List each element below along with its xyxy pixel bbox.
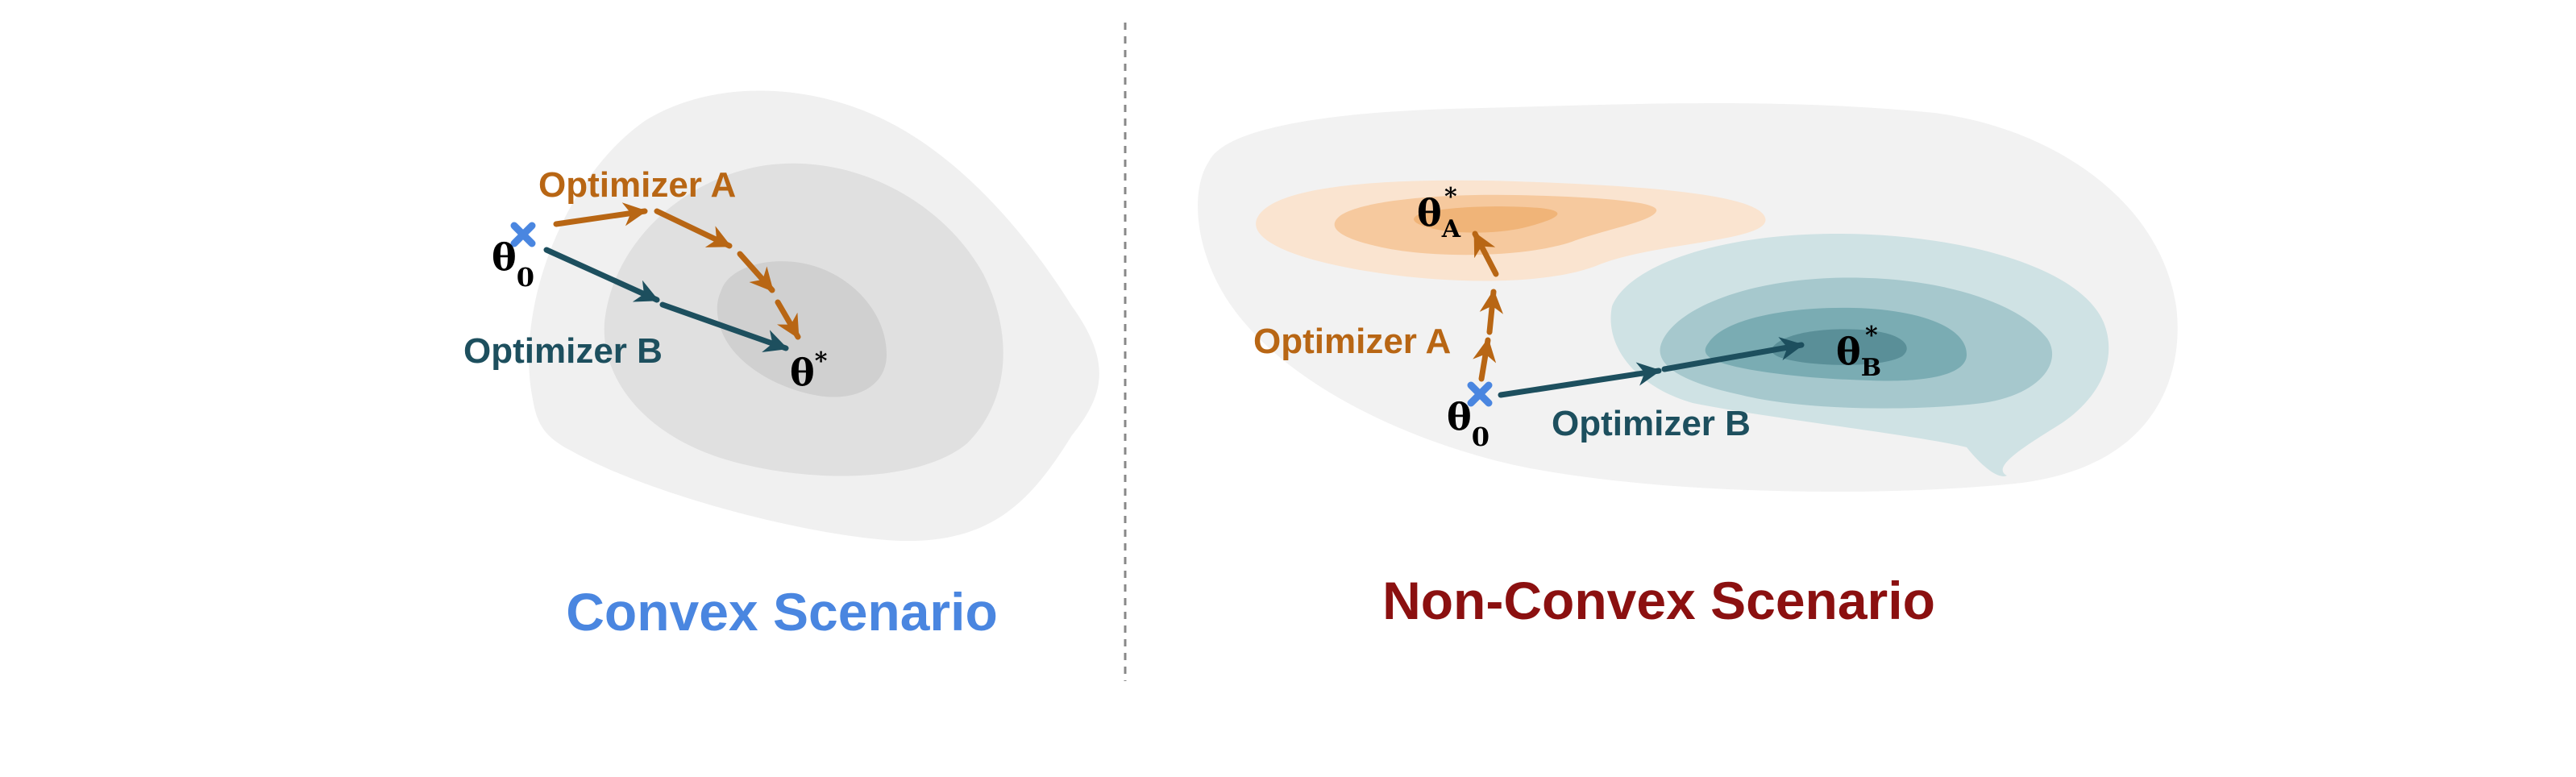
convex-optimizer-a-path xyxy=(553,202,801,340)
convex-contour-inner xyxy=(717,261,887,397)
nonconvex-optimizer-b-label: Optimizer B xyxy=(1552,404,1751,443)
nonconvex-teal-core xyxy=(1772,329,1907,365)
convex-a-step-3 xyxy=(737,251,775,293)
convex-optimizer-b-label: Optimizer B xyxy=(463,331,663,371)
nonconvex-a-step-1 xyxy=(1473,337,1497,382)
nonconvex-start-label: θ0 xyxy=(1447,395,1490,452)
nonconvex-start-marker-icon xyxy=(1467,381,1493,407)
convex-start-marker-icon xyxy=(510,222,536,247)
nonconvex-optimum-b-label: θB* xyxy=(1836,322,1881,382)
nonconvex-panel-title: Non-Convex Scenario xyxy=(1382,571,1935,630)
nonconvex-a-step-2 xyxy=(1479,289,1503,335)
nonconvex-optimizer-a-path xyxy=(1472,231,1503,382)
convex-start-label: θ0 xyxy=(492,235,534,293)
convex-b-step-2 xyxy=(659,301,789,353)
nonconvex-panel: θA* θB* θ0 Optimizer A Optimizer B Non-C… xyxy=(1198,103,2178,630)
convex-panel-title: Convex Scenario xyxy=(566,582,998,642)
convex-b-step-1 xyxy=(543,247,660,303)
convex-a-step-4 xyxy=(775,299,801,340)
convex-optimizer-b-path xyxy=(543,247,789,353)
convex-optimum-label: θ* xyxy=(790,347,828,394)
convex-panel: Optimizer A Optimizer B θ0 θ* Convex Sce… xyxy=(463,90,1099,642)
nonconvex-b-step-2 xyxy=(1661,337,1805,372)
nonconvex-optimizer-a-label: Optimizer A xyxy=(1253,322,1451,361)
nonconvex-optimum-a-label: θA* xyxy=(1417,183,1461,243)
convex-optimizer-a-label: Optimizer A xyxy=(538,165,736,205)
nonconvex-a-step-3 xyxy=(1472,231,1499,277)
convex-a-step-1 xyxy=(553,202,648,227)
nonconvex-b-step-1 xyxy=(1498,362,1662,398)
convex-contours xyxy=(529,90,1099,542)
nonconvex-optimizer-b-path xyxy=(1498,337,1805,398)
nonconvex-orange-inner xyxy=(1414,206,1558,233)
nonconvex-contours xyxy=(1198,103,2178,492)
convex-a-step-2 xyxy=(654,208,733,249)
